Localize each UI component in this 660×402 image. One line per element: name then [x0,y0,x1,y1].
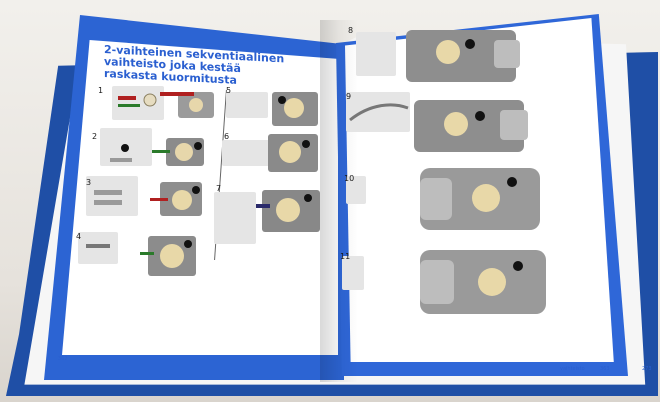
parts-panel [222,140,270,166]
step-number: 1 [98,86,104,95]
step-number: 7 [216,184,222,193]
parts-panel [356,32,396,76]
back-page-number: 273 [642,366,652,372]
step-number: 3 [86,178,92,187]
step-number: 11 [340,252,351,261]
parts-panel [226,92,268,118]
step-number: 5 [226,86,232,95]
parts-panel [346,176,366,204]
parts-panel [86,176,138,216]
parts-panel [346,92,410,132]
left-page-number: 362 [58,356,68,362]
right-page-label: vaihteisto [560,366,585,372]
step-number: 8 [348,26,354,35]
step-number: 2 [92,132,98,141]
parts-panel [214,192,256,244]
step-number: 10 [344,174,355,183]
step-number: 6 [224,132,230,141]
step-number: 9 [346,92,352,101]
right-page-number: 363 [600,366,610,372]
step-number: 4 [76,232,82,241]
parts-panel [342,256,364,290]
